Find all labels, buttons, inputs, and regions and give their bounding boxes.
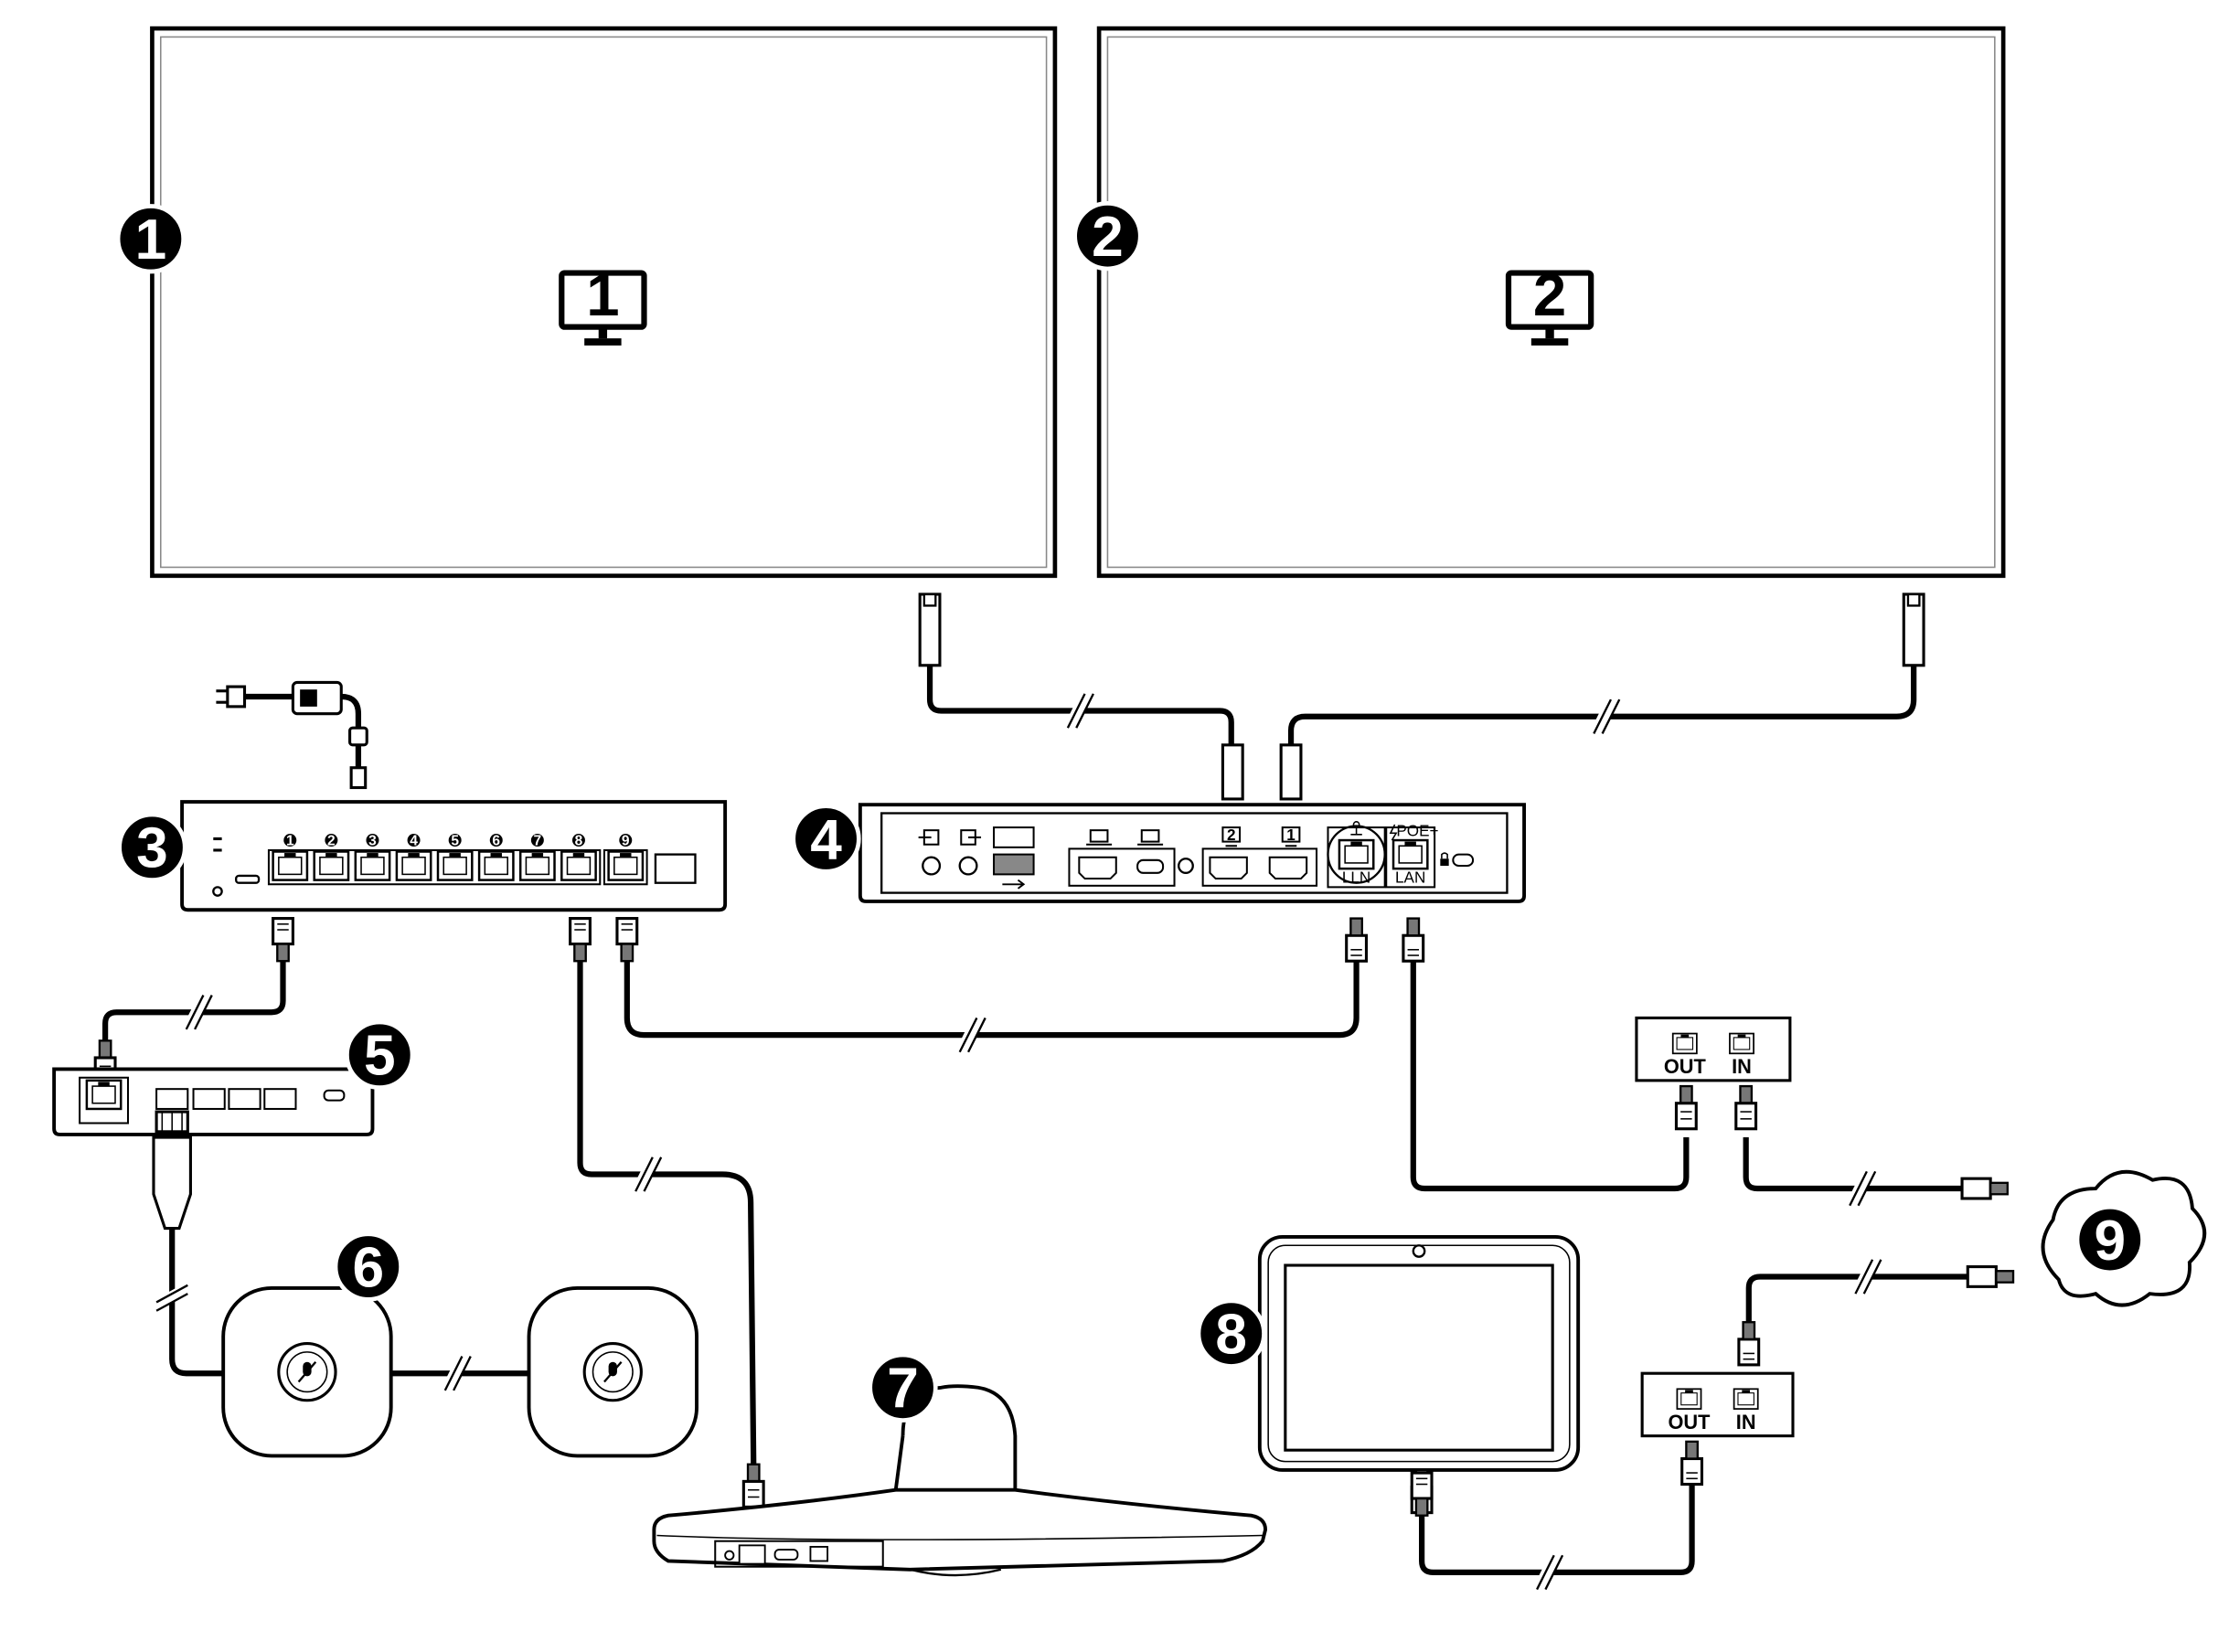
switch-port-badge	[325, 834, 338, 847]
switch-port-badge	[530, 834, 544, 847]
switch-port-number: 3	[368, 833, 377, 848]
display-2-number: 2	[1533, 261, 1566, 328]
mic-hub	[52, 1067, 375, 1136]
hdmi-cable-display-2	[1279, 592, 1925, 801]
callout-9: 9	[2074, 1204, 2145, 1275]
injector-1-out-label: OUT	[1664, 1055, 1707, 1078]
switch-ports: 1 2 3 4 5 6 7 8 9	[267, 833, 648, 886]
callout-3: 3	[117, 812, 187, 882]
injector-1-in-label: IN	[1732, 1055, 1752, 1078]
switch-port-number: 6	[492, 833, 500, 848]
hdmi-cable-display-1	[918, 592, 1244, 801]
svg-text:4: 4	[810, 808, 842, 871]
hub-ports	[155, 1088, 297, 1110]
monitor-icon: 2	[1505, 261, 1594, 346]
injector-2-in-label: IN	[1736, 1411, 1756, 1434]
cable-switch-to-mic-hub	[93, 917, 294, 1085]
poe-injector-1: OUT IN	[1635, 1016, 1792, 1082]
switch-port-badge	[407, 834, 421, 847]
switch-port-jack	[607, 850, 645, 881]
table-microphone	[652, 1384, 1268, 1577]
svg-text:1: 1	[135, 208, 167, 272]
switch-port-badge	[448, 834, 462, 847]
display-2: 2	[1096, 26, 2006, 579]
ceiling-microphone-2	[527, 1285, 698, 1458]
switch-port-group	[267, 848, 602, 886]
switch-port-number: 7	[534, 833, 542, 848]
cable-codec-lan-to-injector	[1402, 917, 1698, 1192]
switch-port-number: 2	[327, 833, 336, 848]
switch-port-badge	[366, 834, 379, 847]
switch-port-badge	[489, 834, 503, 847]
callout-5: 5	[345, 1019, 415, 1090]
svg-text:2: 2	[1092, 206, 1124, 269]
switch-port-badge	[283, 834, 297, 847]
callout-6: 6	[333, 1231, 403, 1302]
svg-text:6: 6	[353, 1236, 385, 1299]
svg-text:5: 5	[364, 1025, 396, 1088]
cable-touch-panel-to-injector	[1410, 1440, 1704, 1593]
poe-lightning-icon	[1389, 824, 1398, 841]
hdmi-out-2-label: 2	[1227, 826, 1236, 844]
laptop-input-icon	[1137, 829, 1164, 846]
power-adapter	[216, 680, 368, 790]
poe-injector-2: OUT IN	[1640, 1371, 1795, 1438]
callout-2: 2	[1072, 201, 1143, 272]
usb-icon	[1002, 879, 1026, 890]
laptop-input-icon	[1086, 829, 1113, 846]
cable-switch-to-table-mic	[569, 917, 765, 1508]
network-icon	[1350, 821, 1362, 836]
hdmi-out-1-label: 1	[1286, 826, 1296, 844]
switch-port-jack	[436, 850, 474, 881]
cable-injector-2-to-network	[1737, 1257, 2015, 1367]
switch-port-jack	[560, 850, 597, 881]
monitor-icon: 1	[559, 261, 647, 346]
display-1-number: 1	[586, 261, 619, 328]
line-in-icon	[918, 829, 940, 846]
lln-port-label: LLN	[1342, 869, 1370, 887]
lan-port-label: LAN	[1395, 869, 1425, 887]
switch-port-jack	[395, 850, 432, 881]
cable-switch-to-codec-lln	[615, 917, 1369, 1055]
line-out-icon	[960, 829, 982, 846]
switch-port-badge	[571, 834, 585, 847]
callout-4: 4	[791, 804, 861, 874]
svg-text:8: 8	[1215, 1303, 1247, 1366]
mic-mute-icon	[603, 1361, 623, 1383]
callout-8: 8	[1196, 1298, 1266, 1369]
display-1: 1	[150, 26, 1058, 579]
switch-port-badge	[619, 834, 633, 847]
svg-text:9: 9	[2094, 1210, 2126, 1273]
ceiling-microphone-1	[221, 1285, 393, 1458]
switch-port-number: 8	[575, 833, 583, 848]
callout-7: 7	[868, 1352, 938, 1423]
camera-icon	[1412, 1244, 1426, 1258]
svg-text:7: 7	[887, 1358, 919, 1421]
switch-port-number: 1	[286, 833, 294, 848]
network-switch: 1 2 3 4 5 6 7 8 9	[180, 800, 728, 912]
switch-port-jack	[272, 850, 309, 881]
switch-port-number: 9	[622, 833, 630, 848]
lock-icon	[1440, 852, 1449, 867]
codec-unit: 2 1 LLN POE+ LAN	[858, 803, 1527, 903]
callout-1: 1	[115, 204, 186, 274]
mic-mute-icon	[297, 1361, 317, 1383]
svg-text:3: 3	[136, 817, 168, 880]
touch-panel	[1257, 1234, 1581, 1472]
cable-hub-to-ceiling-mics	[152, 1110, 532, 1393]
switch-uplink-group	[602, 848, 648, 886]
injector-2-out-label: OUT	[1668, 1411, 1711, 1434]
switch-port-number: 5	[451, 833, 459, 848]
poe-label: POE+	[1396, 822, 1438, 839]
switch-port-jack	[518, 850, 556, 881]
switch-port-jack	[477, 850, 515, 881]
switch-port-jack	[313, 850, 350, 881]
switch-port-number: 4	[410, 833, 418, 848]
cable-injector-1-to-network	[1734, 1084, 2009, 1209]
monitor-icon: 1	[1281, 826, 1301, 847]
monitor-icon: 2	[1221, 826, 1242, 847]
switch-port-jack	[354, 850, 391, 881]
